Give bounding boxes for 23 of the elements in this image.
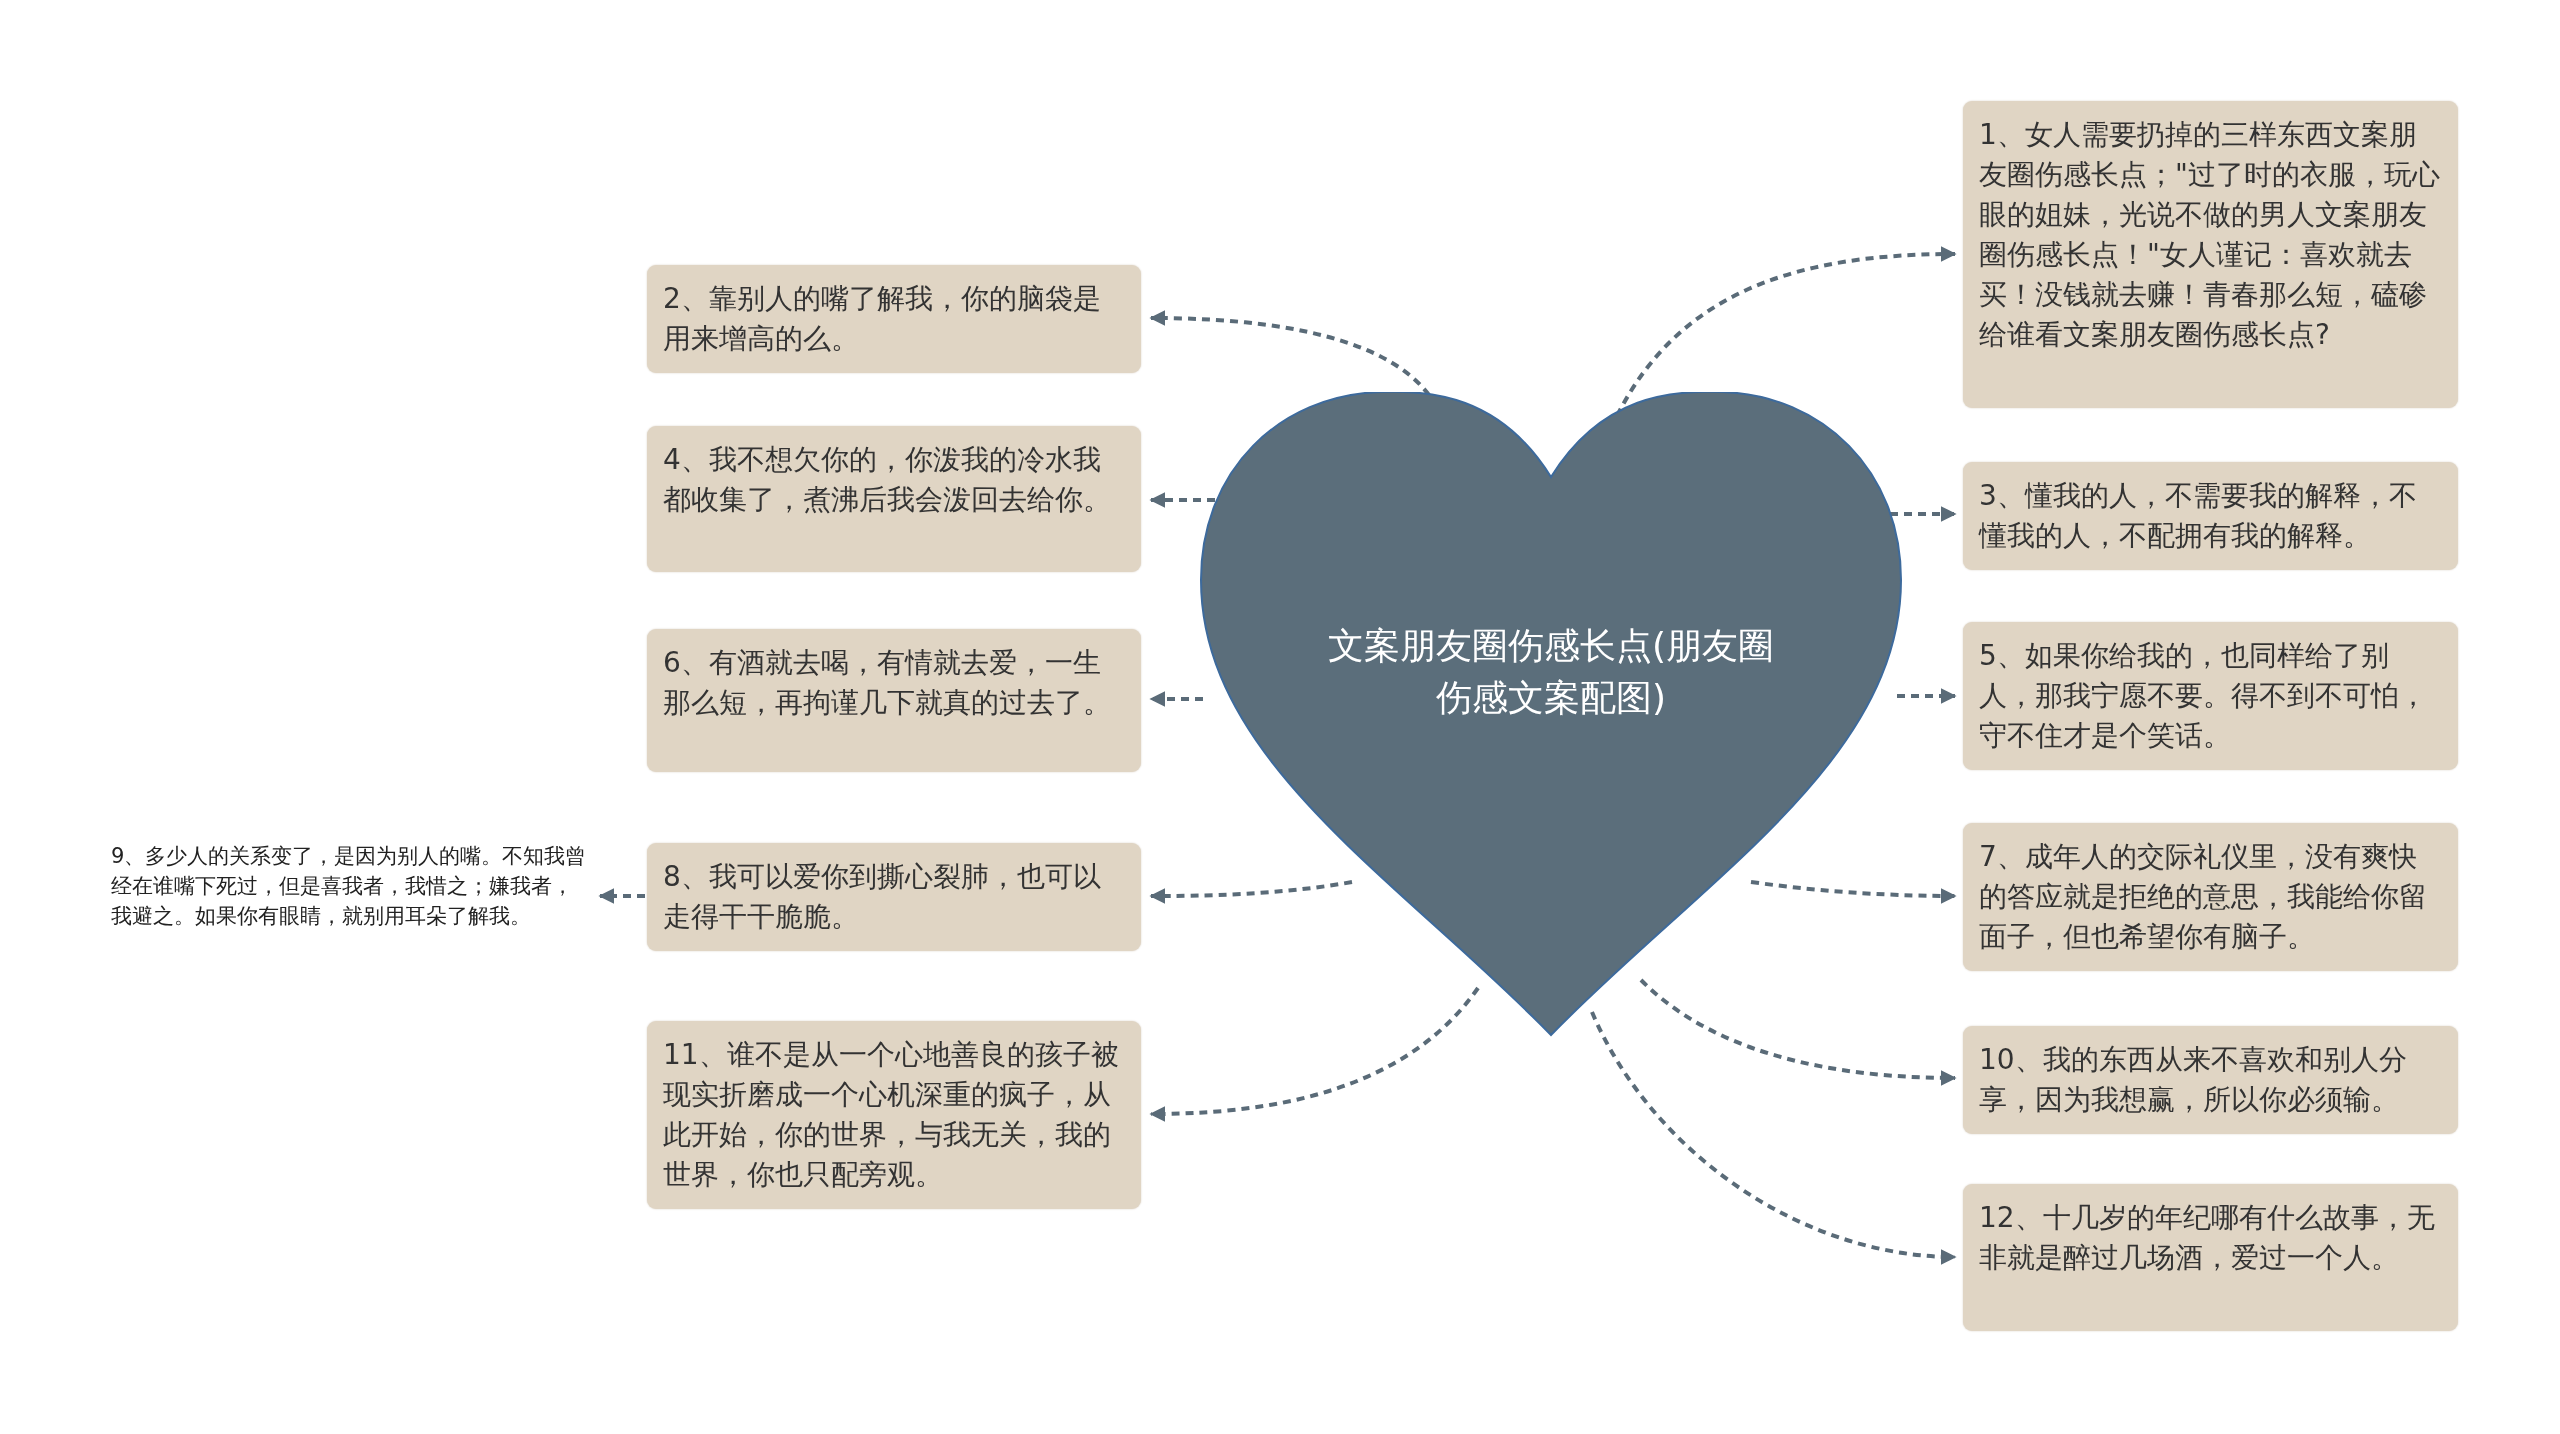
text-box: 4、我不想欠你的，你泼我的冷水我都收集了，煮沸后我会泼回去给你。 bbox=[647, 426, 1141, 572]
arrow bbox=[1750, 880, 1957, 904]
text-box: 2、靠别人的嘴了解我，你的脑袋是用来增高的么。 bbox=[647, 265, 1141, 373]
text-box: 8、我可以爱你到撕心裂肺，也可以走得干干脆脆。 bbox=[647, 843, 1141, 951]
text-box: 5、如果你给我的，也同样给了别人，那我宁愿不要。得不到不可怕，守不住才是个笑话。 bbox=[1963, 622, 2458, 770]
arrow bbox=[1890, 506, 1957, 522]
text-box: 7、成年人的交际礼仪里，没有爽快的答应就是拒绝的意思，我能给你留面子，但也希望你有脑子。 bbox=[1963, 823, 2458, 971]
heart-label: 文案朋友圈伤感长点(朋友圈伤感文案配图) bbox=[1326, 624, 1775, 720]
arrow bbox=[1590, 1011, 1957, 1265]
text-box: 12、十几岁的年纪哪有什么故事，无非就是醉过几场酒，爱过一个人。 bbox=[1963, 1184, 2458, 1331]
arrow bbox=[598, 888, 645, 904]
note-text: 9、多少人的关系变了，是因为别人的嘴。不知我曾经在谁嘴下死过，但是喜我者，我惜之；嫌我者，我避之。如果你有眼睛，就别用耳朵了解我。 bbox=[111, 841, 591, 961]
text-box: 6、有酒就去喝，有情就去爱，一生那么短，再拘谨几下就真的过去了。 bbox=[647, 629, 1141, 772]
text-box: 1、女人需要扔掉的三样东西文案朋友圈伤感长点；"过了时的衣服，玩心眼的姐妹，光说不做的男人文案朋友圈伤感长点！"女人谨记：喜欢就去买！没钱就去赚！青春那么短，磕碜给谁看文案朋友圈伤感长点? bbox=[1963, 101, 2458, 408]
text-box: 10、我的东西从来不喜欢和别人分享，因为我想赢，所以你必须输。 bbox=[1963, 1026, 2458, 1134]
text-box: 11、谁不是从一个心地善良的孩子被现实折磨成一个心机深重的疯子，从此开始，你的世界，与我无关，我的世界，你也只配旁观。 bbox=[647, 1021, 1141, 1209]
text-box: 3、懂我的人，不需要我的解释，不懂我的人，不配拥有我的解释。 bbox=[1963, 462, 2458, 570]
arrow bbox=[1639, 978, 1957, 1086]
arrow bbox=[1149, 986, 1480, 1122]
arrow bbox=[1149, 691, 1203, 707]
arrow bbox=[1897, 688, 1957, 704]
arrow bbox=[1149, 880, 1353, 904]
arrow bbox=[1149, 492, 1215, 508]
